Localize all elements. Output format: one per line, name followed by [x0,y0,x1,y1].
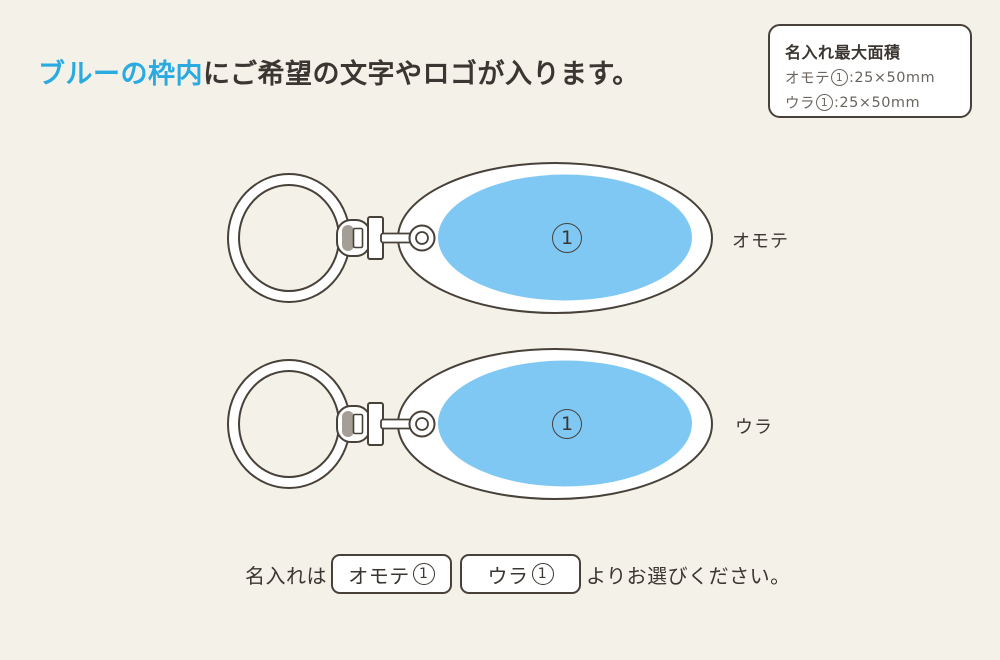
imprint-size-title: 名入れ最大面積 [785,43,901,62]
side-label-back: ウラ [735,417,773,438]
selection-prefix: 名入れは [245,563,327,588]
circled-one-icon: 1 [531,563,554,585]
page-title-rest: にご希望の文字やロゴが入ります。 [203,59,640,90]
keychain-drawing [227,348,713,500]
page-title-highlight: ブルーの枠内 [38,59,203,90]
print-area-number-front: 1 [552,223,582,253]
circled-one-icon: 1 [412,563,435,585]
spec-back-size: :25×50mm [834,94,921,111]
keychain-front-illustration: 1 [225,155,725,323]
spec-back-label: ウラ [785,96,815,112]
page-title: ブルーの枠内にご希望の文字やロゴが入ります。 [38,52,640,91]
selection-suffix: よりお選びください。 [586,563,791,588]
spec-front-size: :25×50mm [849,69,936,86]
keychain-drawing [227,162,713,314]
circled-one-icon: 1 [831,69,848,86]
circled-one-icon: 1 [816,94,833,111]
spec-front-label: オモテ [785,71,830,87]
side-label-front: オモテ [732,231,789,252]
keychain-back-illustration: 1 [225,341,725,509]
print-area-number-back: 1 [552,409,582,439]
